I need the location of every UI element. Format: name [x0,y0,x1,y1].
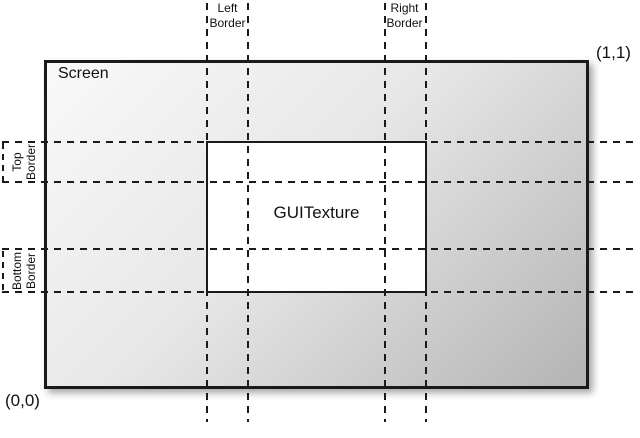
guide-line-bottom-border-inner [2,248,635,250]
coordinate-label-origin: (0,0) [5,391,40,410]
guitexture-label: GUITexture [273,203,360,222]
bottom-border-label-line2: Border [23,252,38,290]
guide-line-texture-right-edge [425,3,427,422]
right-border-label-line2: Border [386,16,423,30]
top-border-label: Top Border [3,141,45,183]
guide-line-right-border-inner [384,3,386,422]
screen-label: Screen [58,65,109,82]
guide-line-texture-bottom-edge [2,291,635,293]
top-border-label-line1: Top [10,152,24,172]
bottom-border-label: Bottom Border [3,249,45,293]
guide-line-top-border-inner [2,181,635,183]
bottom-border-label-line1: Bottom [9,251,24,291]
guitexture-rect: GUITexture [206,141,427,293]
right-border-label: Right Border [383,1,426,31]
guide-line-left-border-inner [247,3,249,422]
left-border-label-line2: Border [209,16,246,30]
coordinate-label-top-right: (1,1) [596,43,631,62]
guide-line-texture-left-edge [206,3,208,422]
bottom-border-bracket-tick [2,251,4,292]
top-border-bracket-tick [2,143,4,182]
top-border-label-line2: Border [24,143,38,181]
left-border-label: Left Border [206,1,249,31]
right-border-label-line1: Right [390,1,419,15]
guide-line-texture-top-edge [2,141,635,143]
left-border-label-line1: Left [217,1,238,15]
